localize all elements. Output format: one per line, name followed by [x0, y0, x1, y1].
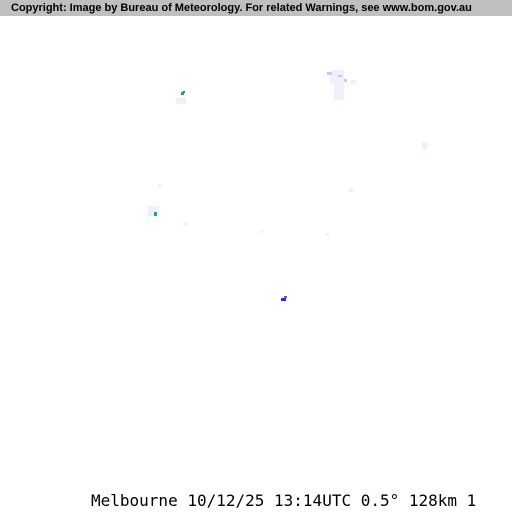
- radar-echo-blue: [284, 296, 287, 298]
- radar-echo-faint: [158, 184, 161, 187]
- radar-echo-faint: [422, 142, 427, 149]
- radar-caption: Melbourne 10/12/25 13:14UTC 0.5° 128km 1: [91, 491, 477, 510]
- radar-echo-faint: [260, 230, 263, 233]
- radar-echo-teal: [181, 92, 184, 95]
- radar-echo-faint: [330, 70, 344, 84]
- radar-echo-faint: [350, 80, 356, 84]
- radar-echo-teal: [154, 212, 157, 216]
- radar-echo-light: [338, 75, 342, 77]
- radar-echo-light: [327, 72, 332, 75]
- copyright-bar: Copyright: Image by Bureau of Meteorolog…: [0, 0, 512, 16]
- radar-echo-light: [344, 79, 347, 82]
- radar-echo-faint: [176, 98, 186, 104]
- radar-echo-faint: [148, 206, 159, 216]
- radar-echo-blue: [281, 298, 286, 301]
- radar-echo-field: [0, 16, 512, 488]
- radar-echo-faint: [334, 84, 344, 100]
- radar-echo-faint: [349, 188, 353, 192]
- radar-echo-faint: [326, 233, 329, 236]
- radar-echo-teal: [183, 91, 185, 93]
- radar-echo-faint: [183, 222, 187, 226]
- copyright-text: Copyright: Image by Bureau of Meteorolog…: [11, 2, 472, 14]
